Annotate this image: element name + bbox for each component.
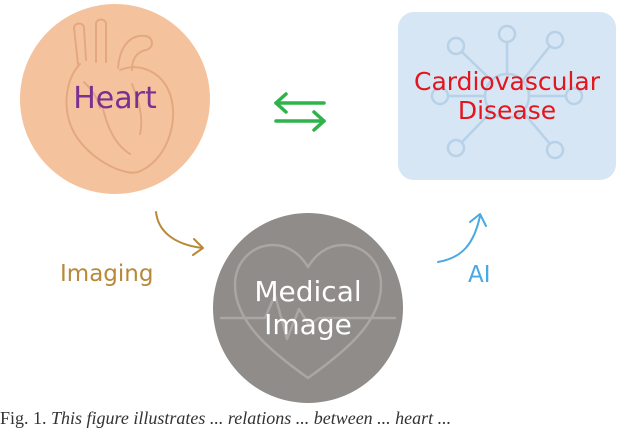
bidirectional-arrow-icon [274,92,326,132]
caption-text: This figure illustrates ... relations ..… [51,408,452,428]
heart-outline-icon [65,18,175,174]
imaging-arrow [155,211,204,256]
ai-arrow [437,213,487,263]
heart-label: Heart [73,81,157,117]
network-icon [430,24,584,160]
cardiovascular-disease-node: Cardiovascular Disease [398,12,616,180]
medical-image-node: Medical Image [213,213,403,403]
imaging-label: Imaging [60,261,154,287]
heartbeat-icon [219,243,397,380]
cardiovascular-disease-label: Cardiovascular Disease [414,66,600,126]
caption-prefix: Fig. 1. [0,408,47,428]
figure-caption: Fig. 1. This figure illustrates ... rela… [0,408,640,435]
heart-node: Heart [20,4,210,194]
medical-image-label: Medical Image [254,274,362,341]
ai-label: AI [468,262,491,288]
